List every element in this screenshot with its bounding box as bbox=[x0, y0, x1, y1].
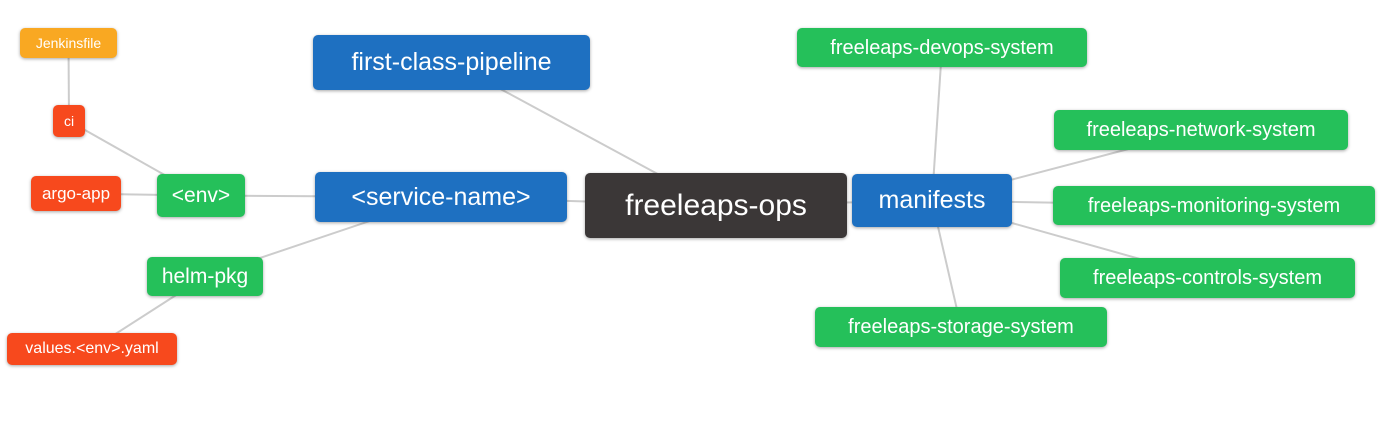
node-helm-pkg[interactable]: helm-pkg bbox=[147, 257, 263, 296]
node-freeleaps-ops[interactable]: freeleaps-ops bbox=[585, 173, 847, 238]
node-jenkinsfile[interactable]: Jenkinsfile bbox=[20, 28, 117, 58]
node-freeleaps-network-system[interactable]: freeleaps-network-system bbox=[1054, 110, 1348, 150]
node-env[interactable]: <env> bbox=[157, 174, 245, 217]
node-freeleaps-devops-system[interactable]: freeleaps-devops-system bbox=[797, 28, 1087, 67]
node-service-name[interactable]: <service-name> bbox=[315, 172, 567, 222]
node-ci[interactable]: ci bbox=[53, 105, 85, 137]
node-manifests[interactable]: manifests bbox=[852, 174, 1012, 227]
node-freeleaps-monitoring-system[interactable]: freeleaps-monitoring-system bbox=[1053, 186, 1375, 225]
node-first-class-pipeline[interactable]: first-class-pipeline bbox=[313, 35, 590, 90]
node-argo-app[interactable]: argo-app bbox=[31, 176, 121, 211]
node-freeleaps-controls-system[interactable]: freeleaps-controls-system bbox=[1060, 258, 1355, 298]
node-freeleaps-storage-system[interactable]: freeleaps-storage-system bbox=[815, 307, 1107, 347]
node-values-env-yaml[interactable]: values.<env>.yaml bbox=[7, 333, 177, 365]
